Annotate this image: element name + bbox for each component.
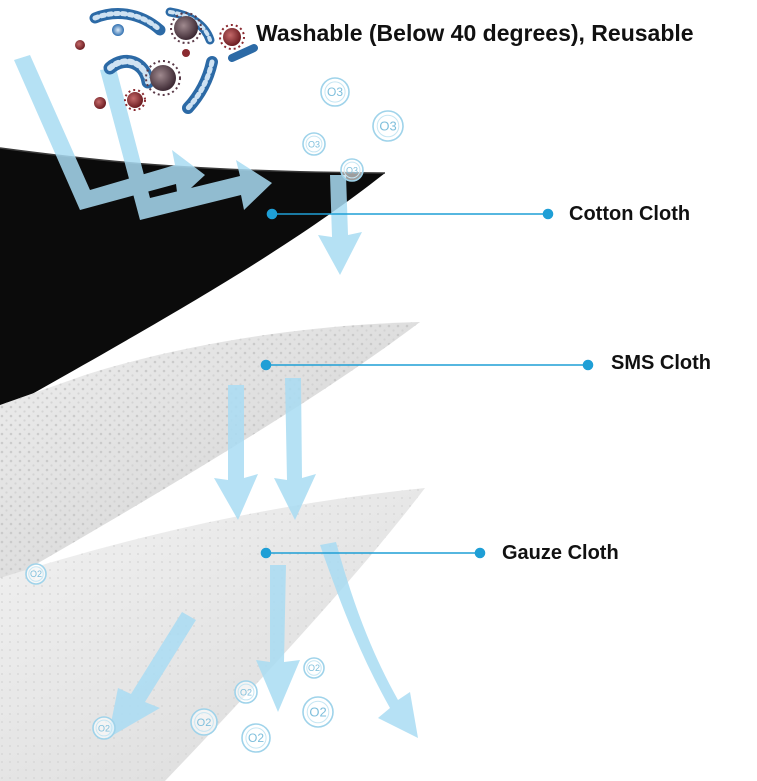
oxygen-molecule-icon: O2 [190, 708, 218, 736]
gauze-leader-dot-end [474, 547, 486, 559]
virus-particle-icon [124, 89, 146, 111]
cotton-leader-dot-start [266, 208, 278, 220]
cotton-cloth-edge [0, 147, 386, 174]
oxygen-molecule-icon: O2 [241, 723, 271, 753]
virus-particle-icon [112, 24, 124, 36]
virus-particle-icon [170, 12, 202, 44]
headline: Washable (Below 40 degrees), Reusable [256, 20, 694, 46]
airflow-arrow-icon [100, 68, 272, 220]
virus-particle-icon [94, 97, 106, 109]
airflow-arrow-icon [256, 565, 300, 712]
gauze-cloth-label: Gauze Cloth [502, 542, 619, 564]
molecule-label: O3 [346, 165, 358, 175]
molecule-label: O2 [98, 723, 110, 733]
airflow-arrow-icon [320, 542, 418, 738]
molecule-label: O2 [240, 687, 252, 697]
sms-leader-dot-end [582, 359, 594, 371]
virus-particle-icon [145, 60, 181, 96]
ozone-molecule-icon: O3 [372, 110, 404, 142]
airflow-arrow-icon [318, 175, 362, 275]
bacteria-icon [228, 44, 258, 62]
molecule-label: O2 [308, 663, 320, 673]
airflow-arrow-icon [14, 55, 205, 210]
oxygen-molecule-icon: O2 [234, 680, 258, 704]
ozone-molecule-icon: O3 [320, 77, 350, 107]
ozone-molecule-icon: O3 [302, 132, 326, 156]
molecule-label: O3 [327, 85, 343, 99]
airflow-arrow-icon [108, 612, 196, 738]
cotton-cloth-label: Cotton Cloth [569, 203, 691, 225]
virus-cluster [75, 7, 258, 114]
sms-cloth-label: SMS Cloth [611, 352, 711, 374]
airflow-arrow-icon [274, 378, 316, 520]
airflow-arrow-icon [214, 385, 258, 520]
virus-particle-icon [219, 24, 245, 50]
virus-particle-icon [182, 49, 190, 57]
molecule-label: O2 [30, 569, 42, 579]
molecule-label: O3 [379, 119, 396, 134]
molecule-label: O2 [309, 705, 326, 720]
molecule-label: O2 [197, 717, 212, 729]
bacteria-icon [103, 54, 155, 89]
oxygen-molecule-icon: O2 [25, 563, 47, 585]
sms-leader-dot-start [260, 359, 272, 371]
oxygen-molecule-icon: O2 [302, 696, 334, 728]
ozone-molecule-icon: O3 [340, 158, 364, 182]
gauze-leader-dot-start [260, 547, 272, 559]
oxygen-molecule-icon: O2 [92, 716, 116, 740]
bacteria-icon [89, 8, 166, 36]
sms-cloth-layer [0, 322, 420, 585]
molecule-label: O3 [308, 139, 320, 149]
gauze-cloth-layer [0, 488, 425, 781]
virus-particle-icon [75, 40, 85, 50]
cotton-leader-dot-end [542, 208, 554, 220]
bacteria-icon [182, 56, 218, 114]
oxygen-molecule-icon: O2 [303, 657, 325, 679]
molecule-label: O2 [248, 731, 264, 745]
